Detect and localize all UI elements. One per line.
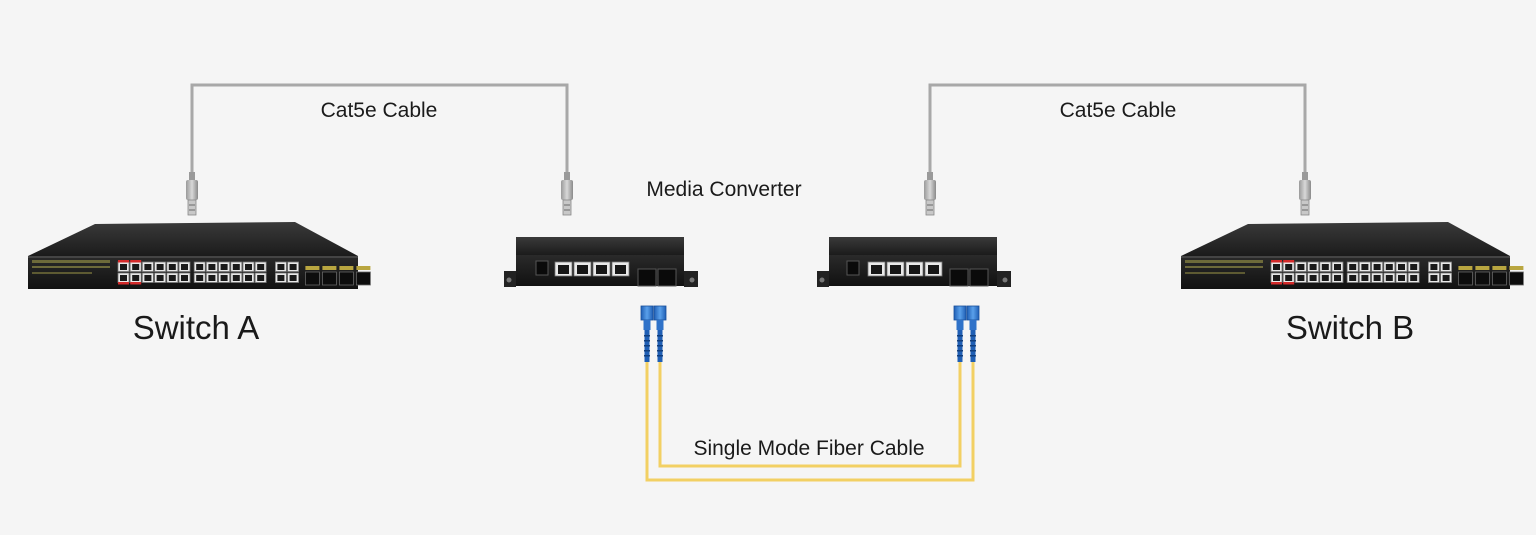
network-switch-icon (1181, 222, 1524, 289)
sfp-port (355, 271, 371, 286)
sc-fiber-connector-icon (953, 305, 980, 362)
switch-a-label: Switch A (133, 309, 260, 346)
cat5e-cable-right (928, 83, 1307, 180)
media-converter-label: Media Converter (646, 178, 801, 201)
rj45-plug-icon (924, 172, 936, 216)
cable-label-right: Cat5e Cable (1060, 99, 1177, 122)
fiber-cable (645, 362, 975, 482)
switch-b-device (1181, 222, 1524, 289)
media-converter-right (817, 237, 1011, 287)
sfp-port (1458, 271, 1473, 286)
sfp-port (1492, 271, 1507, 286)
network-switch-icon (28, 222, 371, 289)
sfp-port (338, 271, 354, 286)
sfp-port (1509, 271, 1524, 286)
rj45-plug-icon (561, 172, 573, 216)
cat5e-cable-left (190, 83, 569, 180)
sfp-port (321, 271, 337, 286)
fiber-cable-label: Single Mode Fiber Cable (693, 437, 924, 460)
switch-a-device (28, 222, 371, 289)
media-converter-left (504, 237, 698, 287)
rj45-plug-icon (1299, 172, 1311, 216)
rj45-plug-icon (186, 172, 198, 216)
media-converter-icon (504, 237, 698, 287)
media-converter-icon (817, 237, 1011, 287)
sc-fiber-connector-icon (640, 305, 667, 362)
switch-b-label: Switch B (1286, 309, 1414, 346)
sfp-port (304, 271, 320, 286)
cable-label-left: Cat5e Cable (321, 99, 438, 122)
sfp-port (1475, 271, 1490, 286)
